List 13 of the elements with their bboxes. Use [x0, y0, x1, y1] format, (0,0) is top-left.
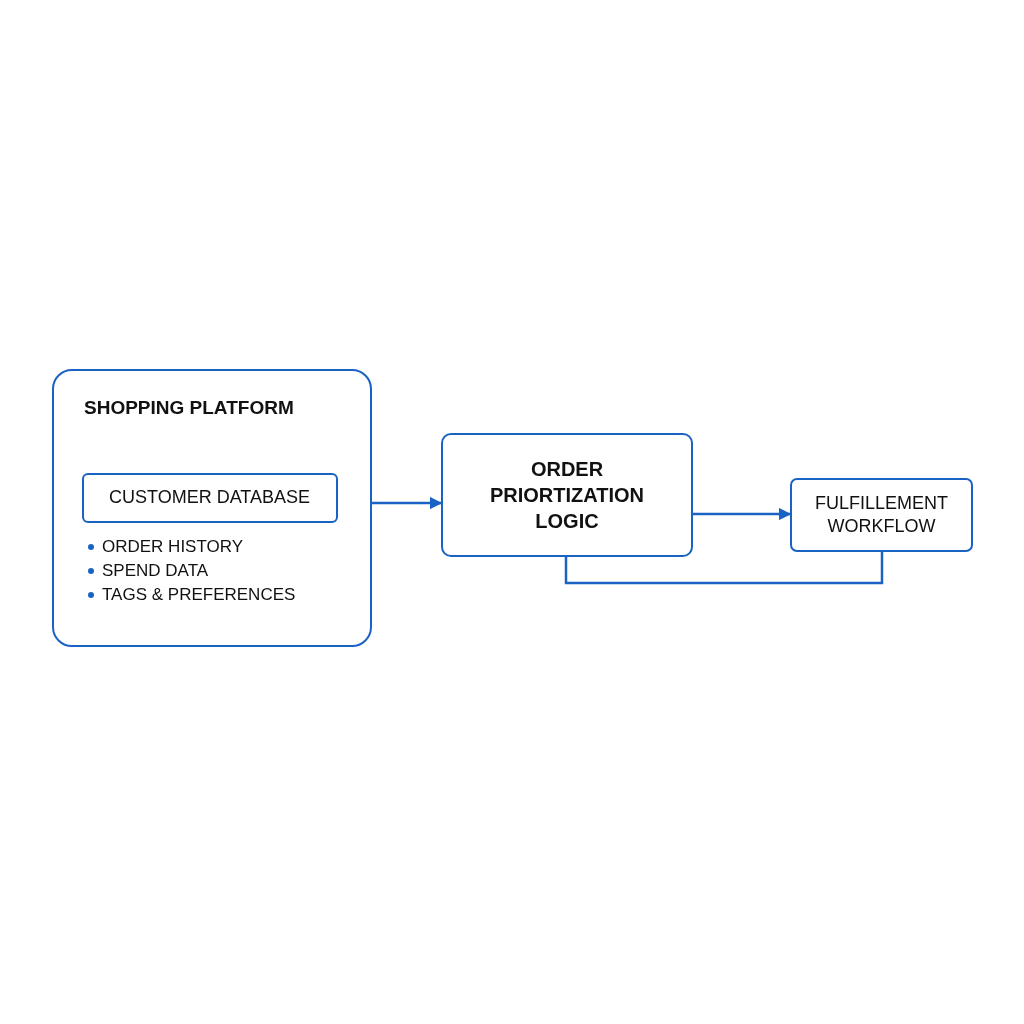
box-label: FULFILLEMENT WORKFLOW — [814, 491, 949, 538]
connector-arrow — [372, 496, 443, 510]
list-item: SPEND DATA — [102, 561, 209, 581]
connector-arrow — [693, 507, 792, 521]
platform-panel — [52, 369, 372, 647]
panel-heading: SHOPPING PLATFORM — [84, 396, 294, 420]
list-item: TAGS & PREFERENCES — [102, 585, 296, 605]
database-box — [81, 472, 338, 523]
box-label: ORDER PRIORTIZATION LOGIC — [488, 457, 646, 534]
process-box — [441, 433, 693, 557]
box-label: CUSTOMER DATABASE — [108, 485, 310, 509]
list-item: ORDER HISTORY — [102, 537, 244, 557]
process-box — [790, 478, 973, 552]
